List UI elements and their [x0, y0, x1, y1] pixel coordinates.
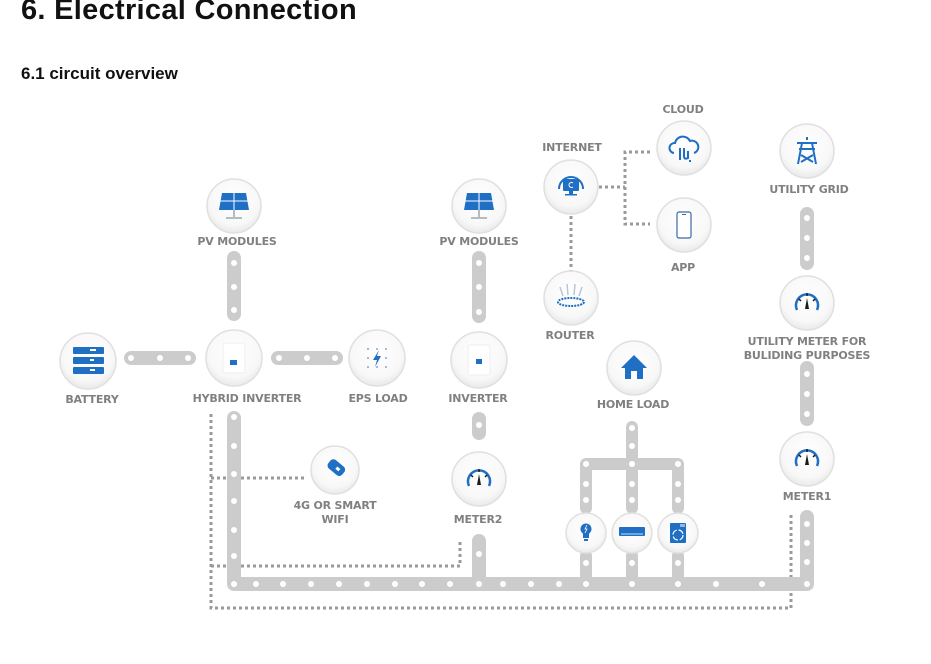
- router-icon: [557, 283, 585, 307]
- lightning-icon: [367, 348, 387, 368]
- node-label: PV MODULES: [439, 235, 518, 248]
- node-label: HYBRID INVERTER: [193, 392, 303, 405]
- section-title: 6. Electrical Connection: [21, 0, 357, 26]
- node-label: BATTERY: [65, 393, 119, 406]
- lightbulb-icon: [580, 523, 592, 541]
- node-cloud[interactable]: CLOUD: [656, 103, 712, 176]
- comm-line-cloud-app: [623, 150, 650, 226]
- air-conditioner-icon: [619, 527, 645, 536]
- node-label-line1: 4G OR SMART: [294, 499, 378, 512]
- node-eps-load[interactable]: EPS LOAD: [348, 329, 408, 405]
- node-utility-grid[interactable]: UTILITY GRID: [769, 123, 849, 196]
- solar-panel-icon: [464, 193, 494, 219]
- solar-panel-icon: [219, 193, 249, 219]
- node-label-line2: BULIDING PURPOSES: [744, 349, 871, 362]
- inverter-icon: [467, 344, 491, 376]
- node-internet[interactable]: INTERNET: [542, 141, 603, 215]
- node-label: METER1: [783, 490, 831, 503]
- monitor-icon: [558, 176, 584, 196]
- node-label: HOME LOAD: [597, 398, 669, 411]
- node-label: APP: [671, 261, 695, 274]
- node-label-line2: WIFI: [321, 513, 348, 526]
- node-pv-modules-2[interactable]: PV MODULES: [439, 178, 519, 248]
- smartphone-icon: [676, 211, 692, 239]
- node-lamp[interactable]: [565, 512, 607, 554]
- node-label: CLOUD: [662, 103, 703, 116]
- node-hybrid-inverter[interactable]: HYBRID INVERTER: [193, 329, 303, 405]
- node-label: INVERTER: [448, 392, 508, 405]
- node-label: PV MODULES: [197, 235, 276, 248]
- node-home-load[interactable]: HOME LOAD: [597, 340, 669, 411]
- washing-machine-icon: [670, 523, 686, 543]
- battery-icon: [73, 347, 104, 374]
- node-meter2[interactable]: METER2: [451, 451, 507, 526]
- node-utility-meter[interactable]: UTILITY METER FOR BULIDING PURPOSES: [744, 275, 871, 362]
- power-tower-icon: [797, 137, 817, 165]
- communication-lines: [209, 150, 793, 610]
- usb-dongle-icon: [327, 459, 346, 476]
- node-inverter[interactable]: INVERTER: [448, 331, 509, 405]
- node-label: INTERNET: [542, 141, 602, 154]
- bus-dots: [128, 215, 810, 587]
- gauge-icon: [466, 469, 492, 487]
- node-wifi-dongle[interactable]: 4G OR SMART WIFI: [294, 445, 378, 526]
- gauge-icon: [794, 449, 820, 467]
- node-label-line1: UTILITY METER FOR: [748, 335, 867, 348]
- node-meter1[interactable]: METER1: [779, 431, 835, 503]
- subsection-title: 6.1 circuit overview: [21, 64, 178, 83]
- node-router[interactable]: ROUTER: [543, 270, 599, 342]
- inverter-icon: [222, 342, 246, 374]
- node-label: ROUTER: [545, 329, 595, 342]
- house-icon: [621, 355, 647, 379]
- node-washing-machine[interactable]: [657, 512, 699, 554]
- node-battery[interactable]: BATTERY: [59, 332, 120, 406]
- gauge-icon: [794, 293, 820, 311]
- node-app[interactable]: APP: [656, 197, 712, 274]
- cloud-icon: [668, 135, 700, 162]
- comm-line-meter2: [211, 540, 462, 568]
- comm-line-hybrid-loop: [209, 414, 793, 610]
- node-label: EPS LOAD: [348, 392, 407, 405]
- node-label: METER2: [454, 513, 502, 526]
- node-label: UTILITY GRID: [769, 183, 848, 196]
- node-pv-modules-1[interactable]: PV MODULES: [197, 178, 277, 248]
- node-air-conditioner[interactable]: [611, 512, 653, 554]
